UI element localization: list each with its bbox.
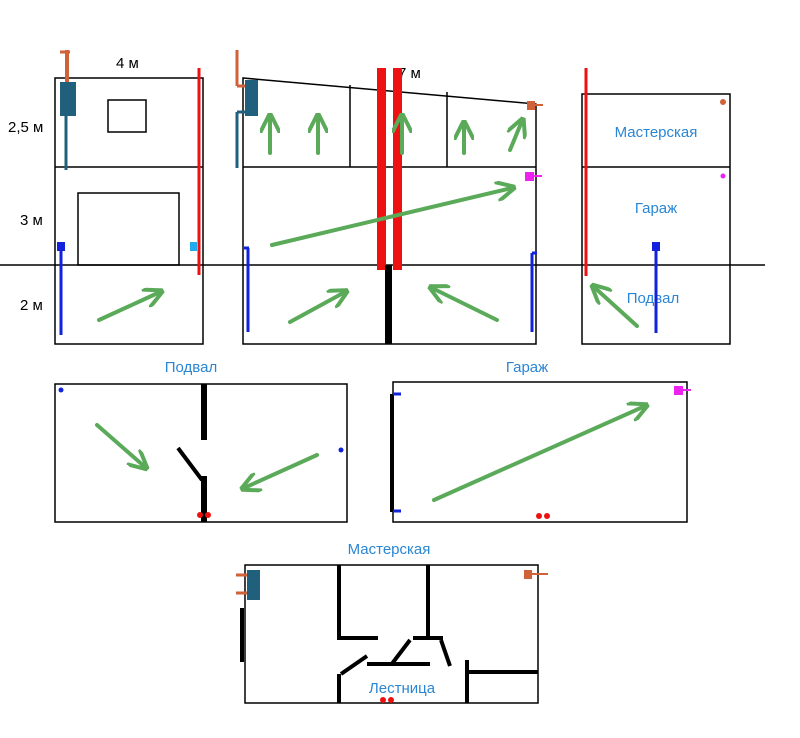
plan-workshop-outline — [244, 564, 539, 704]
section-left — [54, 50, 204, 345]
heater-icon — [245, 80, 258, 116]
exhaust-pipe-icon — [524, 570, 532, 579]
window — [107, 99, 147, 133]
interior-wall — [439, 639, 452, 667]
section-left-outline — [54, 77, 204, 345]
plan-basement: Подвал — [54, 359, 348, 523]
plan-title-basement: Подвал — [165, 359, 217, 376]
hot-pipe-point — [197, 512, 203, 518]
arrow-icon — [270, 188, 512, 247]
exhaust-point — [720, 99, 726, 105]
cold-pipe-cap — [652, 242, 660, 251]
hot-pipe-riser — [377, 68, 386, 270]
section-middle-outline — [242, 77, 537, 345]
arrow-icon — [244, 453, 319, 488]
plan-title-garage: Гараж — [506, 359, 548, 376]
arrow-icon — [510, 121, 522, 152]
vent-point — [720, 173, 726, 179]
vent-grille-icon — [190, 242, 197, 251]
hot-pipe-point — [205, 512, 211, 518]
dimension-height-mid: 3 м — [20, 212, 43, 229]
arrow-icon — [97, 292, 160, 322]
hot-pipe-point — [536, 513, 542, 519]
door-leaf — [176, 446, 204, 482]
heater-icon — [60, 82, 76, 116]
section-right-outline — [581, 93, 731, 345]
room-label-workshop: Мастерская — [615, 124, 698, 141]
hot-pipe-riser — [393, 68, 402, 270]
room-label-basement: Подвал — [627, 290, 679, 307]
dimension-width-left: 4 м — [116, 55, 139, 72]
heater-icon — [247, 570, 260, 600]
hot-pipe-point — [380, 697, 386, 703]
arrow-icon — [432, 406, 645, 502]
arrow-icon — [95, 423, 145, 467]
arrow-icon — [432, 288, 499, 322]
section-right: Мастерская Гараж Подвал — [581, 68, 731, 345]
room-label-garage: Гараж — [635, 200, 677, 217]
arrow-icon — [288, 292, 345, 324]
dimension-width-mid: 7 м — [398, 65, 421, 82]
interior-wall — [389, 638, 412, 667]
plan-garage: Гараж — [390, 359, 691, 523]
plan-workshop: Мастерская Лестница — [236, 541, 548, 704]
vent-grille-icon — [525, 172, 534, 181]
arrow-icon — [594, 287, 639, 328]
room-label-stairs: Лестница — [369, 680, 436, 697]
section-middle — [235, 50, 543, 345]
plan-title-workshop: Мастерская — [348, 541, 431, 558]
dimension-height-bottom: 2 м — [20, 297, 43, 314]
basement-wall — [385, 265, 392, 344]
hot-pipe-point — [388, 697, 394, 703]
garage-door — [77, 192, 180, 266]
cold-pipe-point — [58, 387, 64, 393]
cold-pipe-cap — [57, 242, 65, 251]
hot-pipe-point — [544, 513, 550, 519]
dimension-height-top: 2,5 м — [8, 119, 43, 136]
cold-pipe-point — [338, 447, 344, 453]
vent-grille-icon — [674, 386, 683, 395]
interior-wall — [339, 654, 369, 676]
exhaust-pipe-icon — [527, 101, 535, 110]
